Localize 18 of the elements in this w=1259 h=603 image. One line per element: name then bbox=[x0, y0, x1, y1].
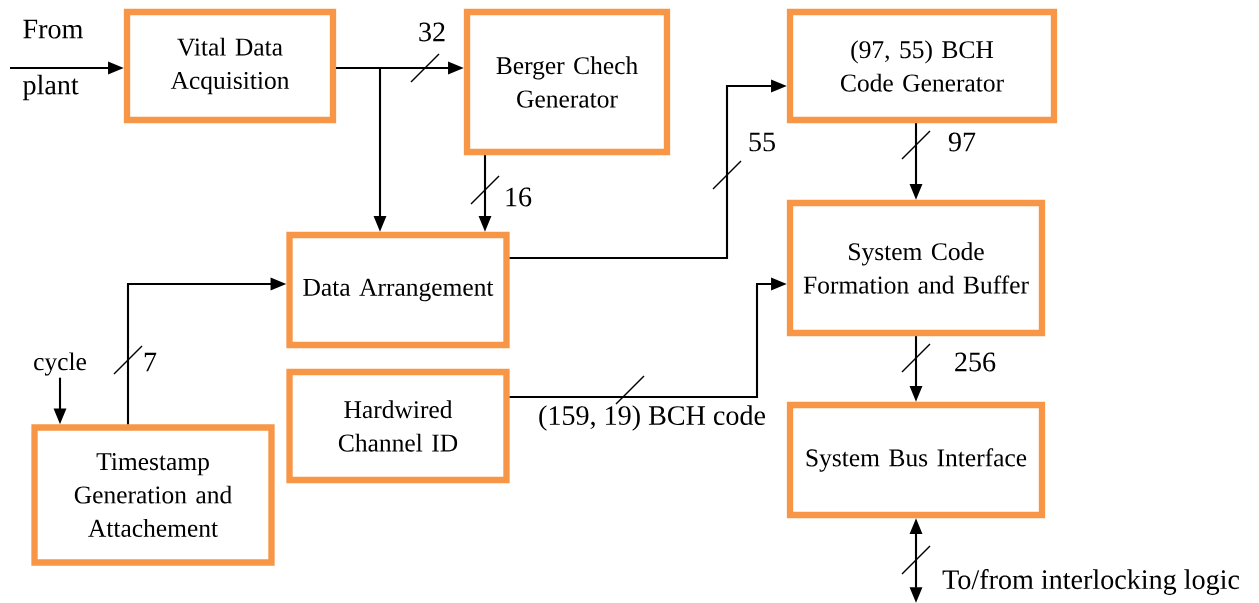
edge-label: 55 bbox=[749, 132, 775, 152]
input-label: cycle bbox=[34, 352, 86, 376]
edge-label: 32 bbox=[419, 22, 445, 42]
edge-label: 7 bbox=[144, 352, 157, 372]
process-box: Berger Chech Generator bbox=[463, 8, 671, 156]
process-box: Vital Data Acquisition bbox=[123, 8, 337, 124]
process-box: System Bus Interface bbox=[786, 401, 1046, 519]
edge-label: To/from interlocking logic bbox=[942, 569, 1240, 595]
process-box: Data Arrangement bbox=[286, 231, 510, 349]
edge-label: 256 bbox=[955, 352, 996, 372]
process-box: (97, 55) BCH Code Generator bbox=[786, 8, 1058, 124]
process-box: Hardwired Channel ID bbox=[286, 368, 510, 484]
edge-label: 16 bbox=[506, 187, 532, 207]
edge-label: (159, 19) BCH code bbox=[539, 405, 765, 431]
edge-label: From plant bbox=[22, 19, 83, 101]
edge-label: 97 bbox=[948, 132, 976, 152]
process-box: System Code Formation and Buffer bbox=[786, 199, 1046, 337]
process-box: Timestamp Generation and Attachement bbox=[31, 424, 275, 566]
